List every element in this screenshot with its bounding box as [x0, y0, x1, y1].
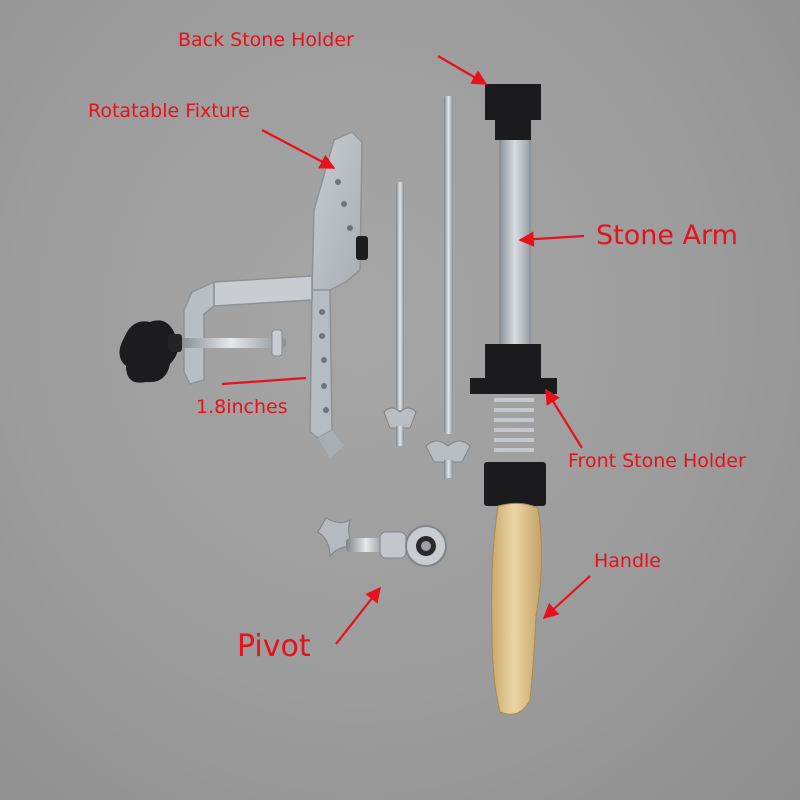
- rotatable-fixture-label: Rotatable Fixture: [88, 100, 250, 122]
- annotation-arrows: [221, 55, 591, 645]
- short-guide-rod: [383, 182, 417, 446]
- handle-label: Handle: [594, 550, 662, 572]
- stone-arm-assembly: [470, 84, 557, 715]
- back-stone-holder-label: Back Stone Holder: [178, 29, 354, 51]
- arrow-stone-arm: [518, 231, 585, 247]
- pivot-part: [317, 517, 447, 567]
- arrow-handle: [542, 575, 591, 620]
- width-measurement-label: 1.8inches: [196, 396, 288, 418]
- long-guide-rod: [425, 96, 471, 478]
- arrow-pivot: [335, 586, 381, 645]
- front-stone-holder-label: Front Stone Holder: [568, 450, 746, 472]
- pivot-label: Pivot: [237, 629, 311, 664]
- rotatable-fixture: [119, 131, 368, 458]
- arrow-back-stone-holder: [437, 55, 488, 85]
- width-indicator-line: [221, 376, 307, 386]
- stone-arm-label: Stone Arm: [596, 220, 738, 251]
- arrow-front-stone-holder: [545, 388, 583, 449]
- arrow-rotatable-fixture: [261, 129, 336, 169]
